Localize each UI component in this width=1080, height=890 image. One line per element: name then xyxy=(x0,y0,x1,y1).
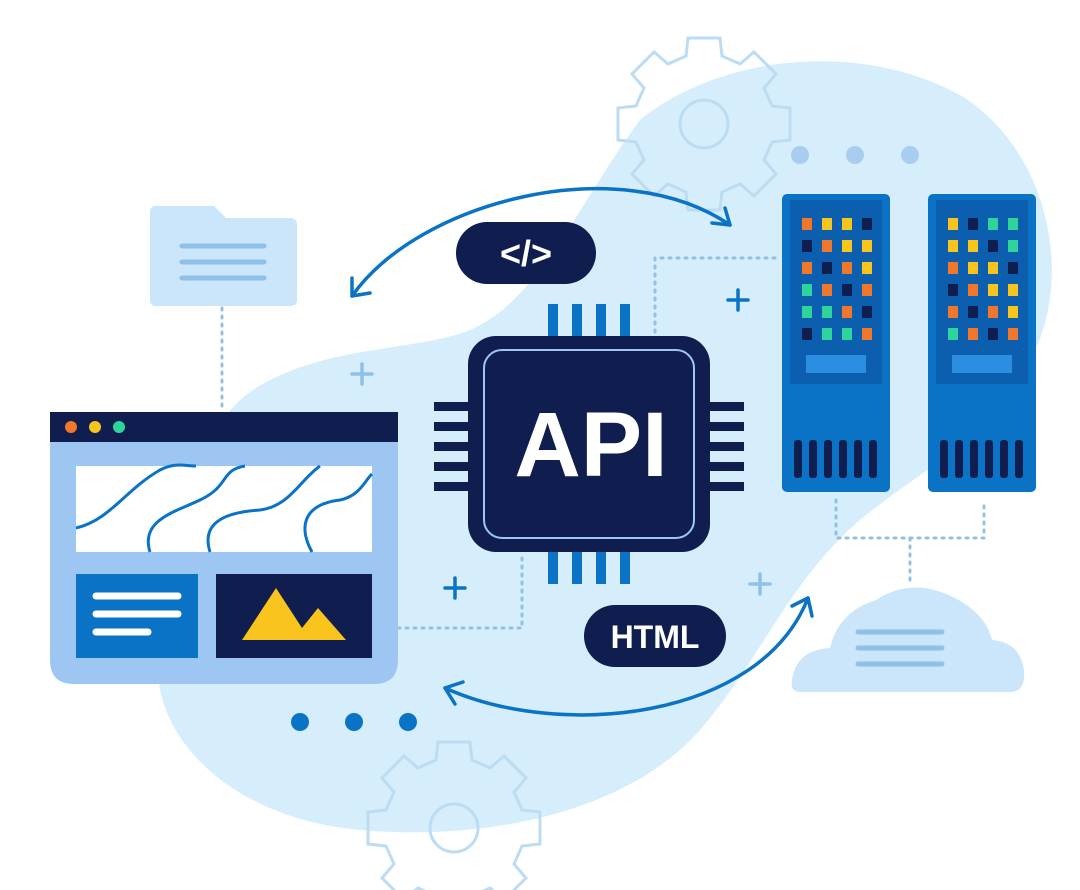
server-led xyxy=(948,218,958,230)
server-led xyxy=(842,306,852,318)
dots-top xyxy=(791,146,919,164)
server-led xyxy=(948,306,958,318)
server-led xyxy=(802,306,812,318)
server-vent xyxy=(839,440,847,478)
server-vent xyxy=(794,440,802,478)
server-led xyxy=(802,240,812,252)
browser-title-bar xyxy=(50,412,398,442)
plus-icon xyxy=(350,362,772,596)
api-chip: API xyxy=(434,304,744,584)
server-led xyxy=(988,218,998,230)
server-led xyxy=(988,284,998,296)
server-led xyxy=(822,328,832,340)
server-led xyxy=(948,328,958,340)
server-led xyxy=(822,218,832,230)
server-led xyxy=(802,328,812,340)
server-vent xyxy=(869,440,877,478)
server-vent xyxy=(1015,440,1023,478)
folder-icon xyxy=(150,206,297,306)
gear-icon xyxy=(366,740,542,890)
code-badge-label: </> xyxy=(500,233,552,274)
server-vent xyxy=(985,440,993,478)
server-group xyxy=(782,194,1036,492)
server-vent xyxy=(824,440,832,478)
server-led xyxy=(968,328,978,340)
arrow-bottom xyxy=(443,596,814,717)
server-vent xyxy=(970,440,978,478)
code-badge: </> xyxy=(456,222,596,284)
server-led xyxy=(842,240,852,252)
server-led xyxy=(968,284,978,296)
server-led xyxy=(862,262,872,274)
server-vent xyxy=(940,440,948,478)
chip-label: API xyxy=(514,394,667,496)
server-label-plate xyxy=(952,355,1012,373)
plus-icon xyxy=(443,288,750,600)
cloud-icon xyxy=(791,587,1025,692)
server-vent xyxy=(854,440,862,478)
server-vent xyxy=(955,440,963,478)
server-led xyxy=(968,262,978,274)
server-led xyxy=(968,240,978,252)
server-led xyxy=(1008,262,1018,274)
server-led xyxy=(1008,306,1018,318)
server-led xyxy=(802,218,812,230)
gear-icon xyxy=(616,36,792,212)
format-badge: HTML xyxy=(584,605,726,667)
server-led xyxy=(968,306,978,318)
server-led xyxy=(862,240,872,252)
server-led xyxy=(822,240,832,252)
server-led xyxy=(842,328,852,340)
server-label-plate xyxy=(806,355,866,373)
server-led xyxy=(988,328,998,340)
server-led xyxy=(1008,328,1018,340)
server-led xyxy=(948,262,958,274)
server-led xyxy=(862,328,872,340)
server-led xyxy=(988,240,998,252)
window-dot xyxy=(65,421,77,433)
server-led xyxy=(1008,240,1018,252)
server-led xyxy=(988,262,998,274)
server-led xyxy=(862,284,872,296)
server-led xyxy=(802,262,812,274)
server-led xyxy=(1008,284,1018,296)
server-rack xyxy=(782,194,890,492)
server-vent xyxy=(809,440,817,478)
mountain-image-icon xyxy=(242,588,346,640)
server-rack xyxy=(928,194,1036,492)
server-led xyxy=(948,284,958,296)
server-led xyxy=(948,240,958,252)
server-led xyxy=(862,306,872,318)
server-led xyxy=(822,284,832,296)
server-led xyxy=(802,284,812,296)
window-dot xyxy=(113,421,125,433)
server-led xyxy=(842,262,852,274)
server-led xyxy=(822,306,832,318)
server-led xyxy=(968,218,978,230)
window-dot xyxy=(89,421,101,433)
server-led xyxy=(1008,218,1018,230)
server-led xyxy=(842,218,852,230)
connector-lines xyxy=(220,256,986,630)
arrow-top xyxy=(350,187,732,298)
server-vent xyxy=(1000,440,1008,478)
format-badge-label: HTML xyxy=(611,619,700,655)
server-led xyxy=(822,262,832,274)
dots-bottom xyxy=(291,713,417,731)
server-led xyxy=(988,306,998,318)
browser-window xyxy=(50,412,398,684)
server-led xyxy=(842,284,852,296)
server-led xyxy=(862,218,872,230)
